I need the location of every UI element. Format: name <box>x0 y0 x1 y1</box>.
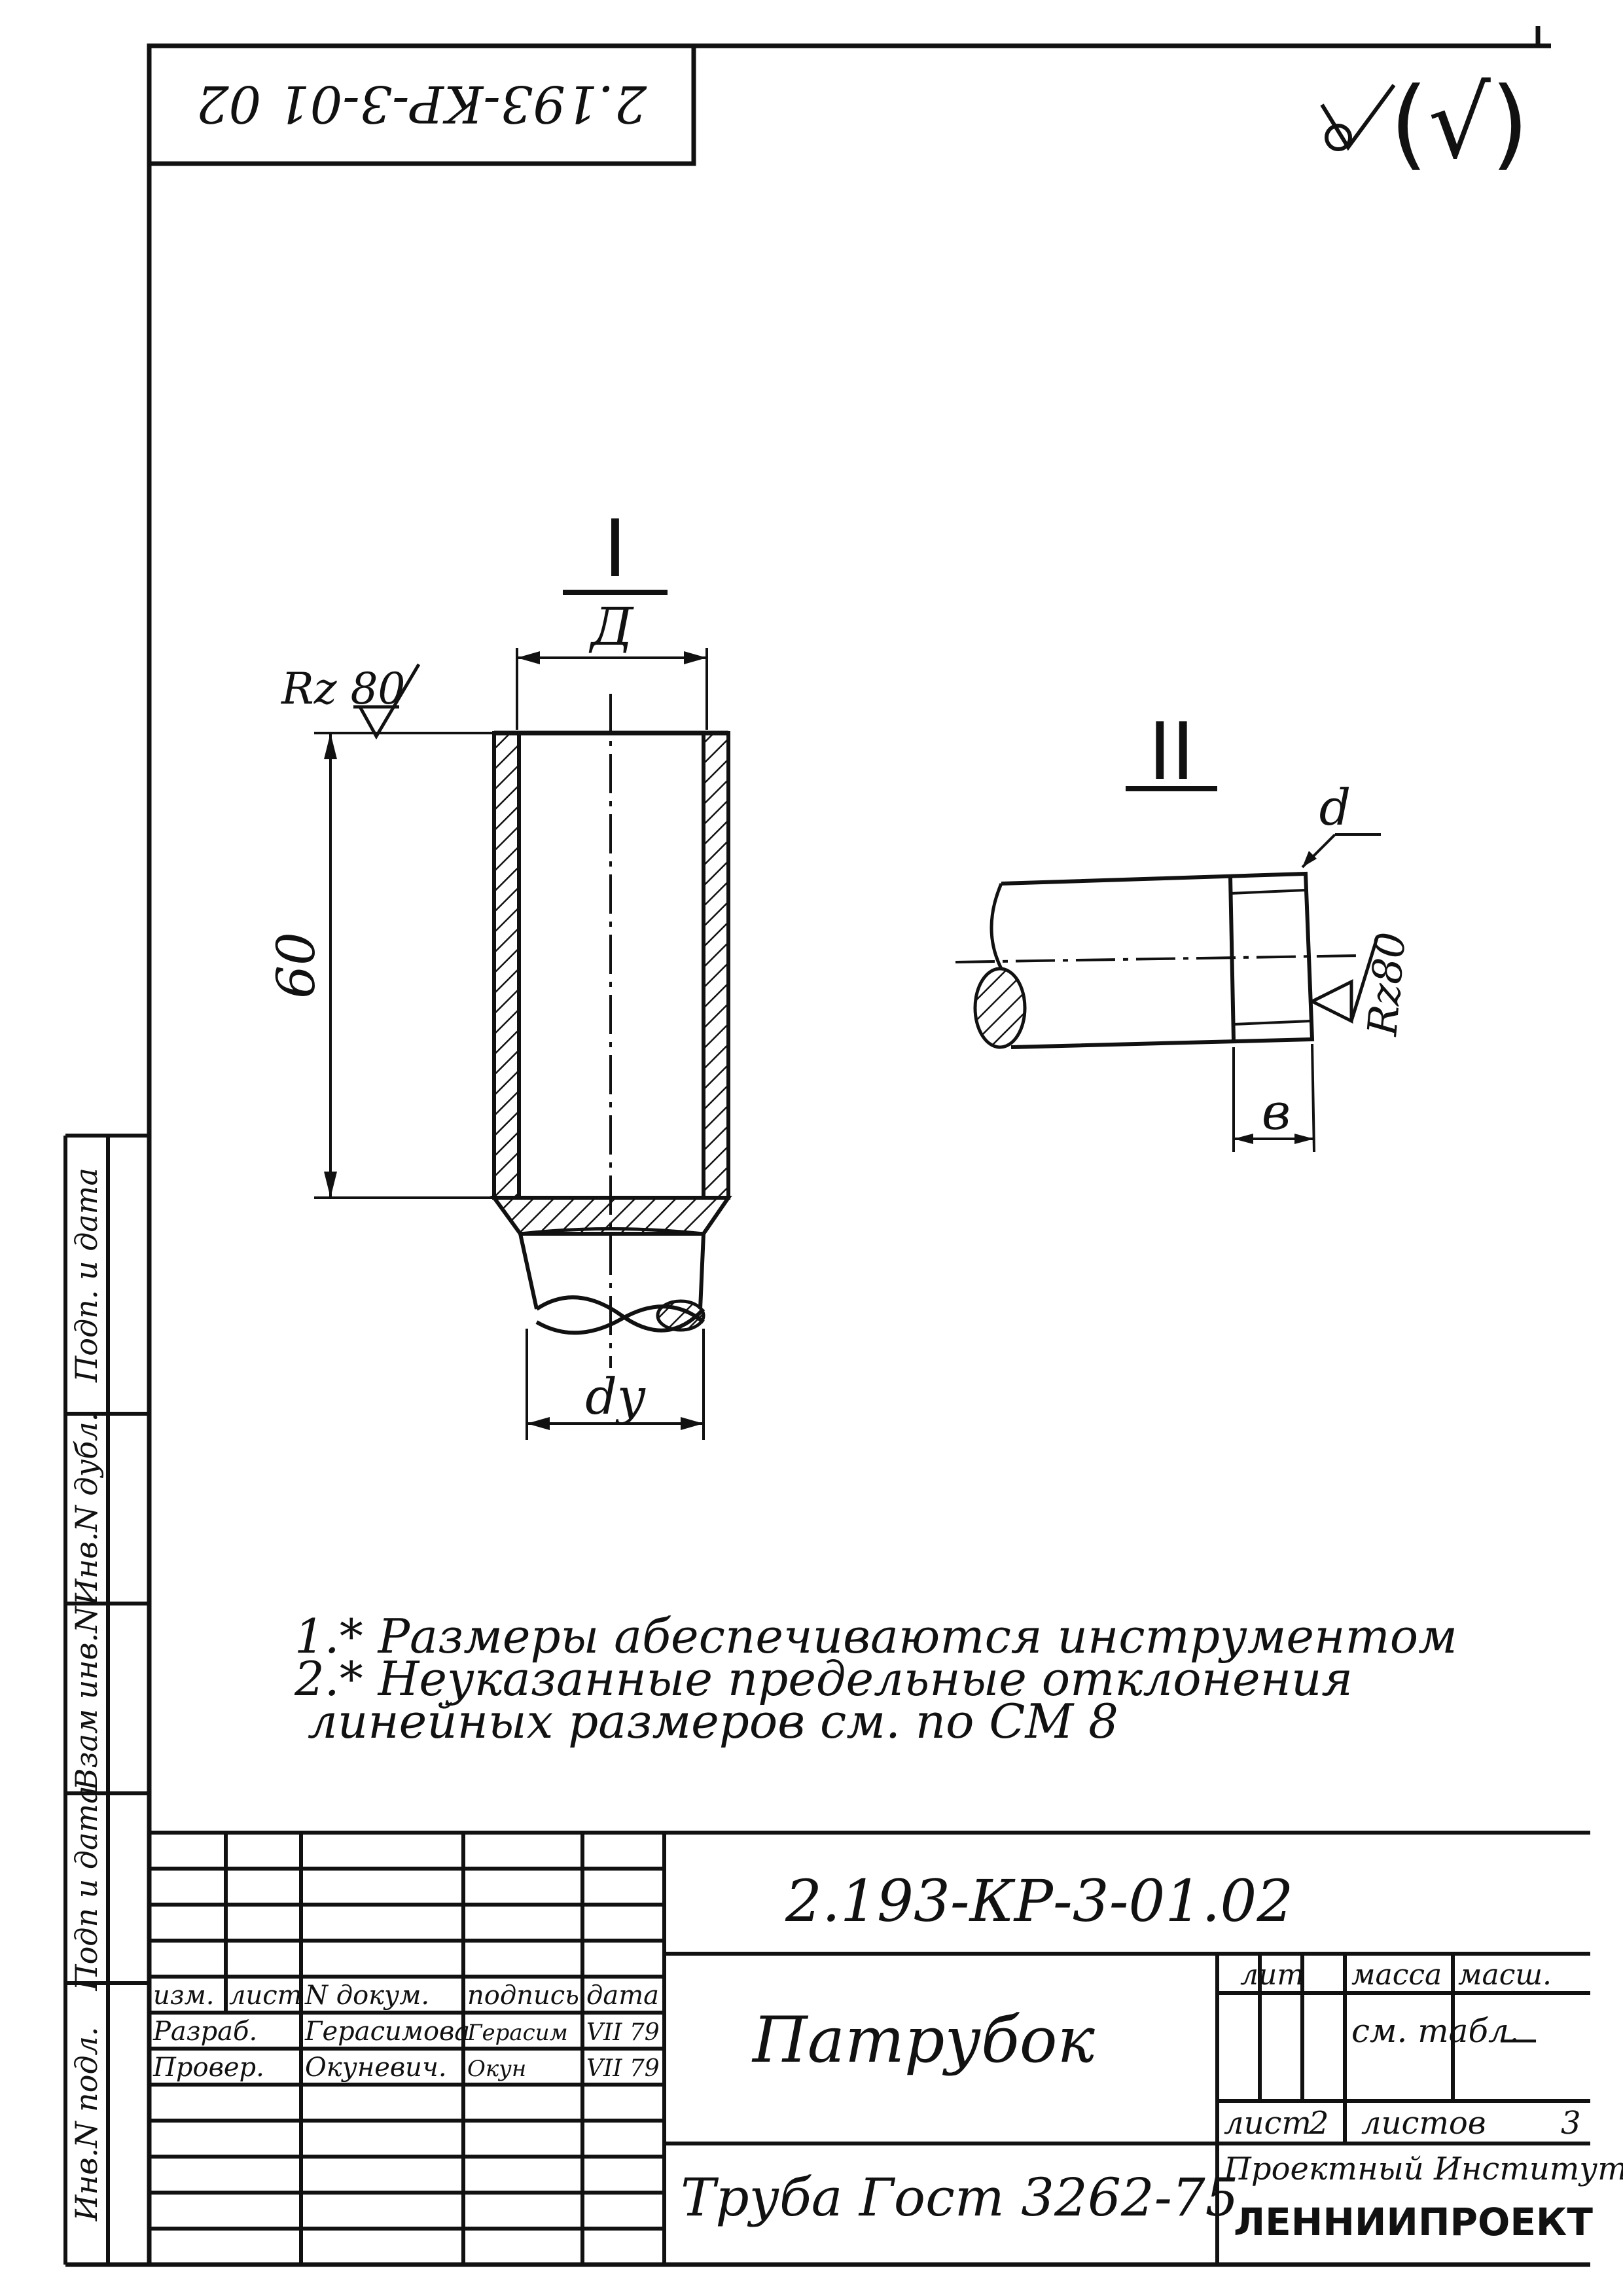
col-header-ndokum: N докум. <box>304 1981 429 2011</box>
view-I-inner-dim: dy <box>585 1367 646 1426</box>
mass-value: см. табл. <box>1351 2012 1520 2050</box>
part-name: Патрубок <box>751 2003 1096 2077</box>
row-sign-razrab: Герасим <box>467 2020 568 2046</box>
sheet-label: лист <box>1224 2105 1311 2142</box>
doc-code: 2.193-КР-3-01.02 <box>785 1867 1293 1935</box>
view-II-dim-b: в <box>1262 1083 1291 1141</box>
scale-value: — <box>1499 2016 1538 2062</box>
side-stamp: Инв.N подл. Подп и дата Взам инв.N Инв.N… <box>63 1134 149 2265</box>
title-block: 2.193-КР-3-01.02 Патрубок Труба Гост 326… <box>149 1831 1623 2265</box>
row-name-razrab: Герасимова <box>304 2017 470 2047</box>
view-I-length-dim: 60 <box>266 932 327 999</box>
scale-header: масш. <box>1458 1958 1552 1992</box>
sheets-total: 3 <box>1561 2105 1581 2142</box>
rotated-code-box: 2.193-КР-3-01 02 <box>147 43 696 166</box>
col-header-list: лист <box>229 1981 302 2011</box>
view-II: II d Rz80 в <box>955 707 1415 1153</box>
side-stamp-vzam-inv: Взам инв.N <box>69 1605 104 1791</box>
row-date-prover: VII 79 <box>586 2055 660 2082</box>
sheets-label: листов <box>1361 2105 1486 2142</box>
view-II-roughness: Rz80 <box>1358 930 1415 1038</box>
col-header-data: дата <box>586 1981 659 2011</box>
side-stamp-podp-data-2: Подп. и дата <box>69 1168 104 1383</box>
side-stamp-podp-data-1: Подп и дата <box>69 1785 104 1991</box>
row-role-razrab: Разраб. <box>152 2017 257 2047</box>
note-2: 2.* Неуказанные предельные отклонения <box>294 1651 1353 1706</box>
org-line-2: ЛЕННИИПРОЕКТ <box>1234 2200 1593 2244</box>
side-stamp-inv-dubl: Инв.N дубл. <box>69 1412 104 1606</box>
side-stamp-inv-podl: Инв.N подл. <box>69 2026 104 2221</box>
rotated-code: 2.193-КР-3-01 02 <box>196 74 647 133</box>
sheet-num: 2 <box>1308 2105 1329 2142</box>
surface-roughness-symbol: (√) <box>1320 67 1529 181</box>
notes: 1.* Размеры абеспечиваются инструментом … <box>294 1609 1457 1749</box>
view-II-title: II <box>1149 707 1195 798</box>
col-header-izm: изм. <box>153 1981 214 2011</box>
view-I-outer-dim: Д <box>588 596 634 657</box>
row-role-prover: Провер. <box>152 2053 264 2083</box>
view-II-dim-d: d <box>1319 778 1351 836</box>
col-header-podpis: подпись <box>467 1981 579 2011</box>
lit-header: лит <box>1240 1958 1304 1992</box>
note-1: 1.* Размеры абеспечиваются инструментом <box>294 1609 1457 1664</box>
surface-symbol-text: (√) <box>1390 67 1529 181</box>
view-I-title: I <box>603 504 626 595</box>
row-name-prover: Окуневич. <box>305 2053 447 2083</box>
note-3: линейных размеров см. по СМ 8 <box>308 1694 1118 1749</box>
material: Труба Гост 3262-75 <box>681 2167 1239 2228</box>
row-sign-prover: Окун <box>467 2056 526 2082</box>
org-line-1: Проектный Институт <box>1223 2151 1623 2187</box>
view-I: I Д Rz 80 60 <box>266 504 732 1440</box>
row-date-razrab: VII 79 <box>586 2019 660 2046</box>
mass-header: масса <box>1351 1958 1442 1992</box>
